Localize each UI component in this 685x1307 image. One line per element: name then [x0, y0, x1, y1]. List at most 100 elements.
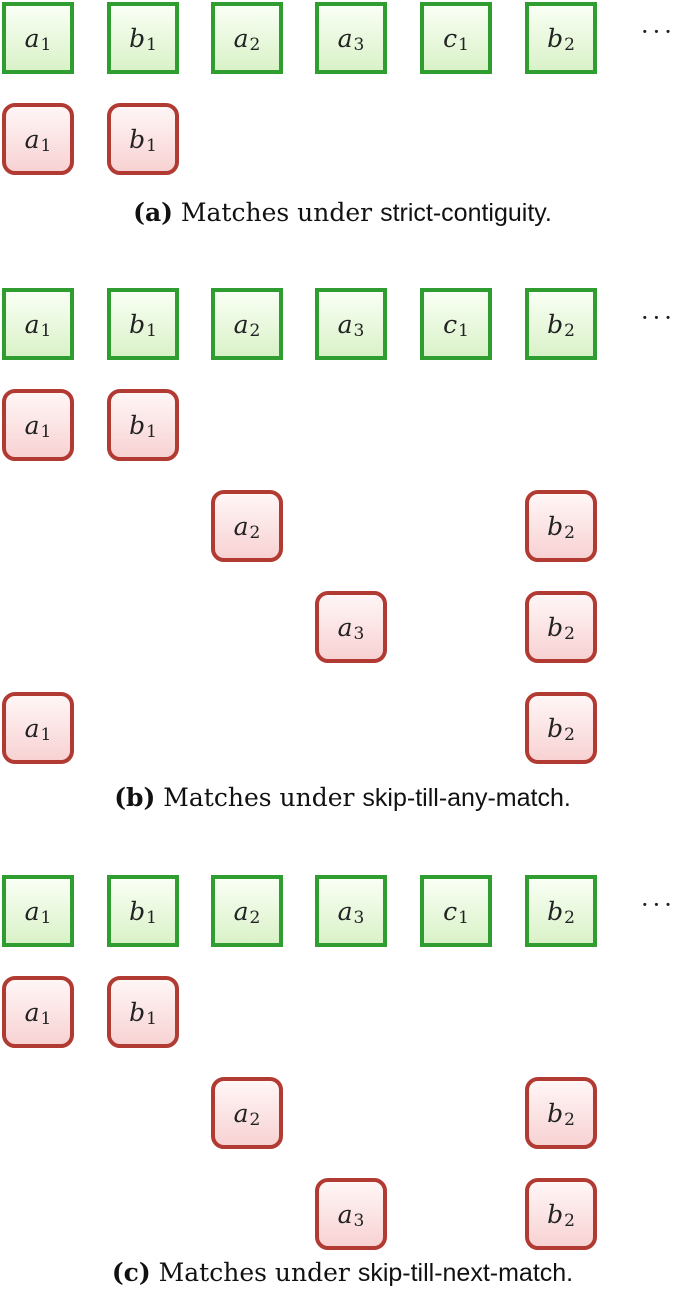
caption-label: (a)	[133, 198, 173, 227]
event-box-letter: c	[443, 309, 458, 339]
event-box-letter: c	[443, 23, 458, 53]
event-box-index: 1	[458, 908, 469, 928]
event-box-letter: b	[129, 309, 146, 339]
panel-caption: (b) Matches under skip-till-any-match.	[0, 783, 685, 813]
event-box-index: 3	[353, 35, 365, 55]
match-box-index: 1	[146, 1009, 157, 1029]
caption-mode: skip-till-any-match.	[362, 784, 571, 812]
match-box-letter: b	[547, 713, 564, 743]
match-box-letter: b	[547, 511, 564, 541]
event-box-index: 3	[353, 321, 365, 341]
event-box-index: 1	[146, 908, 157, 928]
event-box-letter: a	[337, 23, 353, 53]
event-box-index: 2	[249, 908, 261, 928]
match-box-index: 1	[40, 725, 52, 745]
match-box-index: 1	[40, 1009, 52, 1029]
event-box-letter: a	[233, 23, 249, 53]
match-box-letter: b	[547, 1199, 564, 1229]
match-box-letter: a	[24, 124, 40, 154]
event-box-index: 2	[564, 908, 575, 928]
match-box-index: 2	[564, 1211, 575, 1231]
match-box-index: 2	[564, 1110, 575, 1130]
event-box-letter: b	[547, 309, 564, 339]
event-box-letter: b	[547, 23, 564, 53]
event-box-index: 1	[40, 321, 52, 341]
match-box-index: 1	[146, 422, 157, 442]
match-box-index: 2	[564, 624, 575, 644]
event-box-letter: b	[129, 896, 146, 926]
caption-text: Matches under	[155, 783, 363, 812]
panel-caption: (c) Matches under skip-till-next-match.	[0, 1258, 685, 1288]
event-box-letter: b	[547, 896, 564, 926]
caption-mode: skip-till-next-match.	[357, 1259, 574, 1287]
event-box-index: 1	[40, 908, 52, 928]
event-box-index: 1	[146, 35, 157, 55]
event-box-letter: b	[129, 23, 146, 53]
caption-label: (b)	[114, 783, 156, 812]
match-box-index: 3	[353, 624, 365, 644]
match-box-letter: a	[337, 1199, 353, 1229]
caption-label: (c)	[111, 1258, 151, 1287]
caption-text: Matches under	[172, 198, 381, 227]
event-box-index: 2	[249, 321, 261, 341]
event-box-letter: a	[337, 896, 353, 926]
match-box-letter: b	[129, 124, 146, 154]
match-box-letter: b	[547, 612, 564, 642]
event-box-index: 1	[458, 321, 469, 341]
match-box-letter: a	[233, 511, 249, 541]
event-box-letter: a	[233, 309, 249, 339]
ellipsis-text: ···	[641, 18, 676, 46]
event-box-index: 1	[146, 321, 157, 341]
event-box-letter: a	[24, 23, 40, 53]
event-box-letter: a	[24, 896, 40, 926]
match-box-letter: b	[129, 997, 146, 1027]
match-box-letter: b	[547, 1098, 564, 1128]
match-box-index: 1	[40, 136, 52, 156]
match-box-letter: a	[233, 1098, 249, 1128]
event-box-letter: a	[233, 896, 249, 926]
match-box-letter: a	[337, 612, 353, 642]
event-box-index: 1	[458, 35, 469, 55]
event-box-index: 2	[564, 321, 575, 341]
match-box-index: 3	[353, 1211, 365, 1231]
match-box-index: 2	[564, 725, 575, 745]
match-box-index: 2	[249, 1110, 261, 1130]
match-box-index: 2	[564, 523, 575, 543]
event-box-index: 1	[40, 35, 52, 55]
match-box-letter: b	[129, 410, 146, 440]
match-box-index: 1	[40, 422, 52, 442]
match-box-letter: a	[24, 997, 40, 1027]
event-box-index: 2	[249, 35, 261, 55]
